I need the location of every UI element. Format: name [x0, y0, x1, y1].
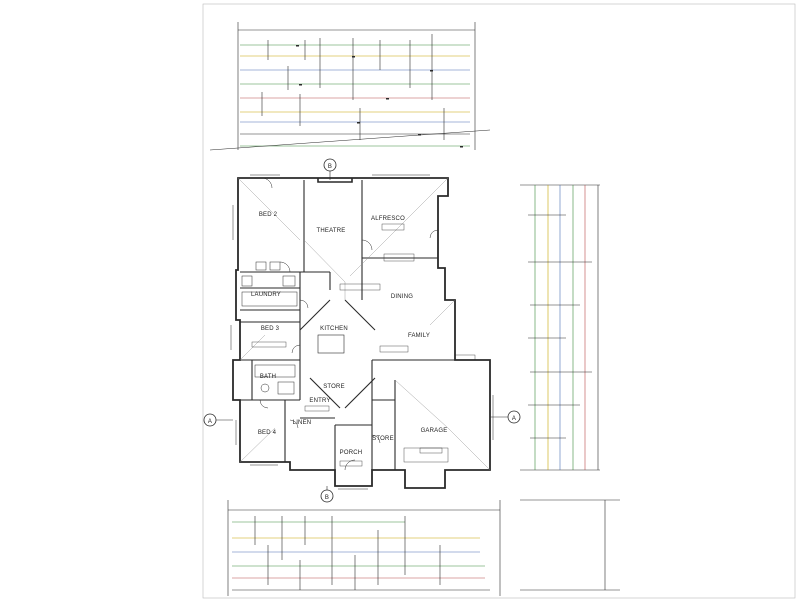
- windows: [230, 174, 494, 490]
- section-marker-north: B: [323, 158, 337, 180]
- bottom-dimensions: [227, 499, 620, 596]
- west-marker-label: A: [208, 419, 212, 425]
- room-label-linen: LINEN: [293, 420, 312, 426]
- room-label-store: STORE: [372, 436, 394, 442]
- room-label-laundry: LAUNDRY: [251, 292, 281, 298]
- room-label-store-entry: STORE: [323, 384, 345, 390]
- section-marker-east: A: [490, 410, 521, 424]
- south-marker-label: B: [325, 495, 329, 501]
- house-walls: [232, 177, 491, 489]
- room-label-family: FAMILY: [408, 333, 430, 339]
- doors: [259, 177, 439, 471]
- boundary-line: [209, 129, 491, 151]
- north-marker-label: B: [328, 164, 332, 170]
- room-label-bed2: BED 2: [259, 212, 278, 218]
- room-label-kitchen: KITCHEN: [320, 326, 348, 332]
- section-marker-west: A: [203, 413, 233, 427]
- annotation-boxes: [251, 223, 476, 467]
- wet-area-fixtures: [241, 261, 298, 395]
- roof-lines: [237, 177, 491, 471]
- room-label-garage: GARAGE: [421, 428, 448, 434]
- section-marker-south: B: [320, 486, 334, 503]
- room-label-bath: BATH: [260, 374, 276, 380]
- kitchen-island: [317, 334, 345, 354]
- room-label-dining: DINING: [391, 294, 413, 300]
- room-label-alfresco: ALFRESCO: [371, 216, 405, 222]
- top-dimensions: [237, 22, 476, 150]
- room-label-bed4: BED 4: [258, 430, 277, 436]
- east-marker-label: A: [512, 416, 516, 422]
- right-dimensions: [520, 184, 600, 471]
- room-label-bed3: BED 3: [261, 326, 280, 332]
- room-label-entry: ENTRY: [309, 398, 330, 404]
- room-labels: BED 2 THEATRE ALFRESCO LAUNDRY DINING KI…: [251, 212, 447, 456]
- room-label-theatre: THEATRE: [317, 228, 346, 234]
- room-label-porch: PORCH: [340, 450, 363, 456]
- paper-border: [202, 3, 796, 599]
